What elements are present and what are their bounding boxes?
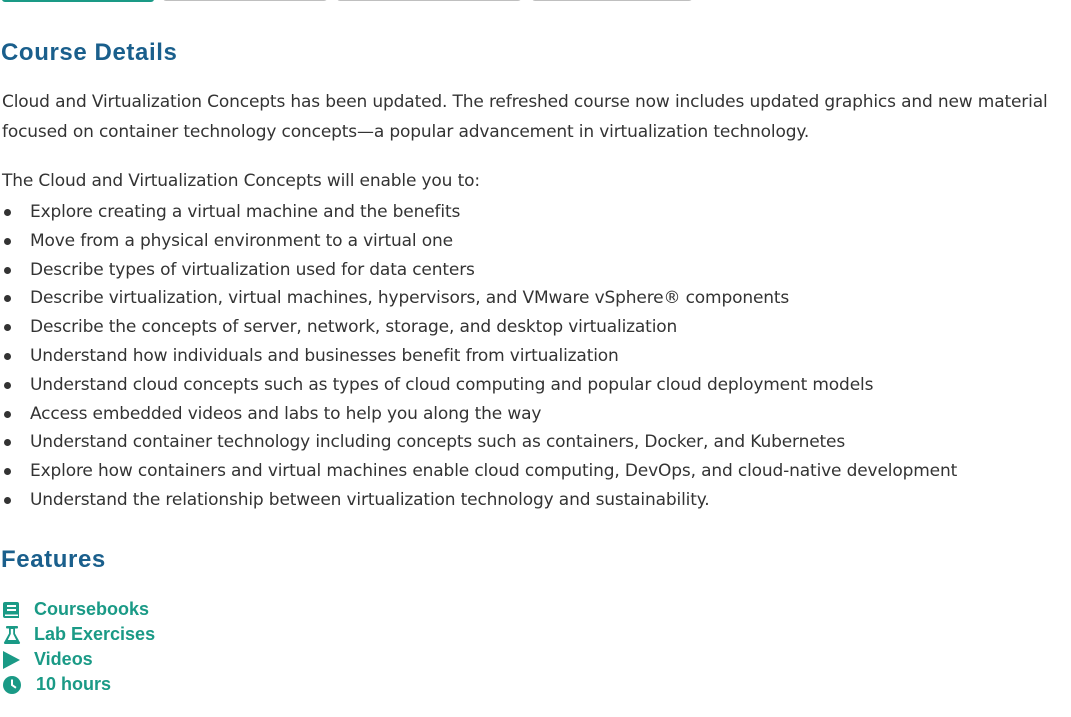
play-icon [3, 651, 20, 669]
features-list: Coursebooks Lab Exercises Videos 10 hour… [0, 597, 155, 697]
feature-label: 10 hours [36, 674, 112, 694]
clock-icon [3, 676, 21, 694]
objectives-list: Explore creating a virtual machine and t… [0, 198, 957, 515]
list-item: Describe types of virtualization used fo… [0, 256, 957, 285]
list-item: Explore how containers and virtual machi… [0, 457, 957, 486]
tab-2[interactable] [163, 0, 327, 1]
list-item: Access embedded videos and labs to help … [0, 400, 957, 429]
enable-intro: The Cloud and Virtualization Concepts wi… [2, 171, 480, 191]
feature-coursebooks: Coursebooks [0, 597, 155, 622]
tab-1[interactable] [2, 0, 154, 2]
list-item: Describe the concepts of server, network… [0, 313, 957, 342]
tab-3[interactable] [337, 0, 521, 1]
feature-duration: 10 hours [0, 672, 155, 697]
intro-paragraph: Cloud and Virtualization Concepts has be… [2, 92, 1048, 142]
course-details-heading: Course Details [1, 39, 178, 66]
list-item: Explore creating a virtual machine and t… [0, 198, 957, 227]
list-item: Understand cloud concepts such as types … [0, 371, 957, 400]
list-item: Understand container technology includin… [0, 428, 957, 457]
feature-label: Coursebooks [34, 599, 150, 619]
list-item: Move from a physical environment to a vi… [0, 227, 957, 256]
feature-label: Videos [34, 649, 93, 669]
feature-lab-exercises: Lab Exercises [0, 622, 155, 647]
list-item: Describe virtualization, virtual machine… [0, 284, 957, 313]
features-heading: Features [1, 546, 106, 573]
book-icon [3, 602, 19, 618]
flask-icon [3, 626, 21, 644]
list-item: Understand the relationship between virt… [0, 486, 957, 515]
tab-4[interactable] [532, 0, 692, 1]
list-item: Understand how individuals and businesse… [0, 342, 957, 371]
feature-label: Lab Exercises [34, 624, 156, 644]
feature-videos: Videos [0, 647, 155, 672]
